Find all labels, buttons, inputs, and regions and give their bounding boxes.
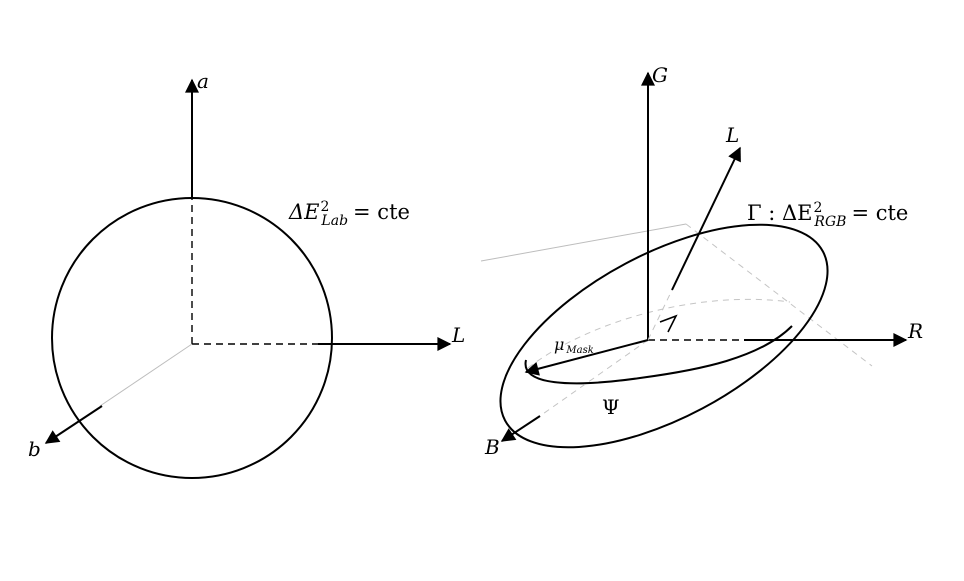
ellipse-section [524, 325, 793, 385]
axis-b-right-label: B [484, 435, 500, 459]
axis-r-label: R [907, 319, 923, 343]
b-axis-right-dashed [539, 339, 649, 417]
plane-edge-right [685, 223, 873, 367]
axis-a-label: a [197, 69, 209, 93]
axis-l-right-label: L [725, 123, 739, 147]
axis-l-label: L [451, 323, 465, 347]
axis-b-label: b [28, 437, 41, 461]
origin-tick [659, 314, 678, 333]
plane-edge-left [480, 223, 687, 262]
b-axis-faint [99, 343, 193, 407]
l-axis-right-solid [671, 146, 741, 291]
inner-ellipse-arc [527, 298, 791, 369]
rgb-ellipsoid [499, 223, 829, 449]
b-axis-solid [44, 405, 103, 444]
l-axis-faint [647, 289, 673, 341]
psi-label: Ψ [602, 395, 620, 419]
mu-mask-vector [524, 339, 649, 376]
axis-g-label: G [652, 63, 668, 87]
b-axis-right-solid [500, 415, 541, 442]
